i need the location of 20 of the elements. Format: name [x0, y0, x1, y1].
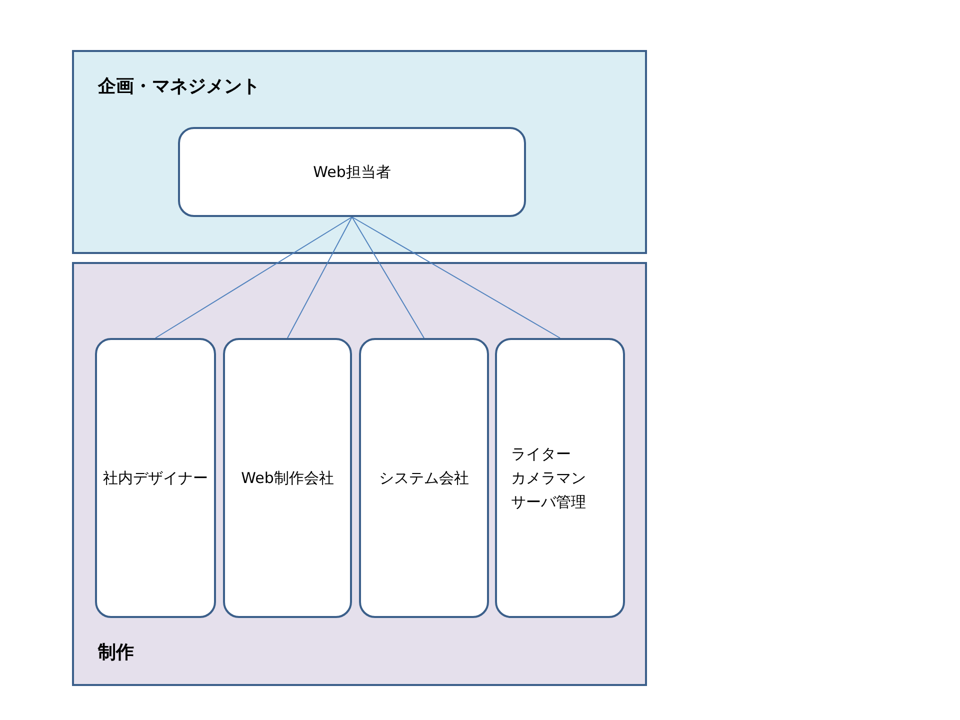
role-box: [178, 127, 526, 217]
role-box: [223, 338, 352, 618]
connector-line: [287, 216, 352, 338]
connector-line: [352, 216, 560, 338]
box-label: ライター: [511, 444, 571, 465]
connector-line: [155, 216, 352, 338]
group-band: [72, 262, 647, 686]
box-label: Web担当者: [313, 162, 391, 183]
box-label: サーバ管理: [511, 492, 586, 513]
role-box: [495, 338, 625, 618]
role-box: [359, 338, 489, 618]
band-heading: 制作: [98, 641, 134, 664]
box-label: カメラマン: [511, 468, 586, 489]
box-label: 社内デザイナー: [103, 468, 208, 489]
box-label: Web制作会社: [241, 468, 334, 489]
group-band: [72, 50, 647, 254]
role-box: [95, 338, 216, 618]
band-heading: 企画・マネジメント: [98, 75, 260, 98]
box-label: システム会社: [379, 468, 469, 489]
connector-line: [352, 216, 424, 338]
